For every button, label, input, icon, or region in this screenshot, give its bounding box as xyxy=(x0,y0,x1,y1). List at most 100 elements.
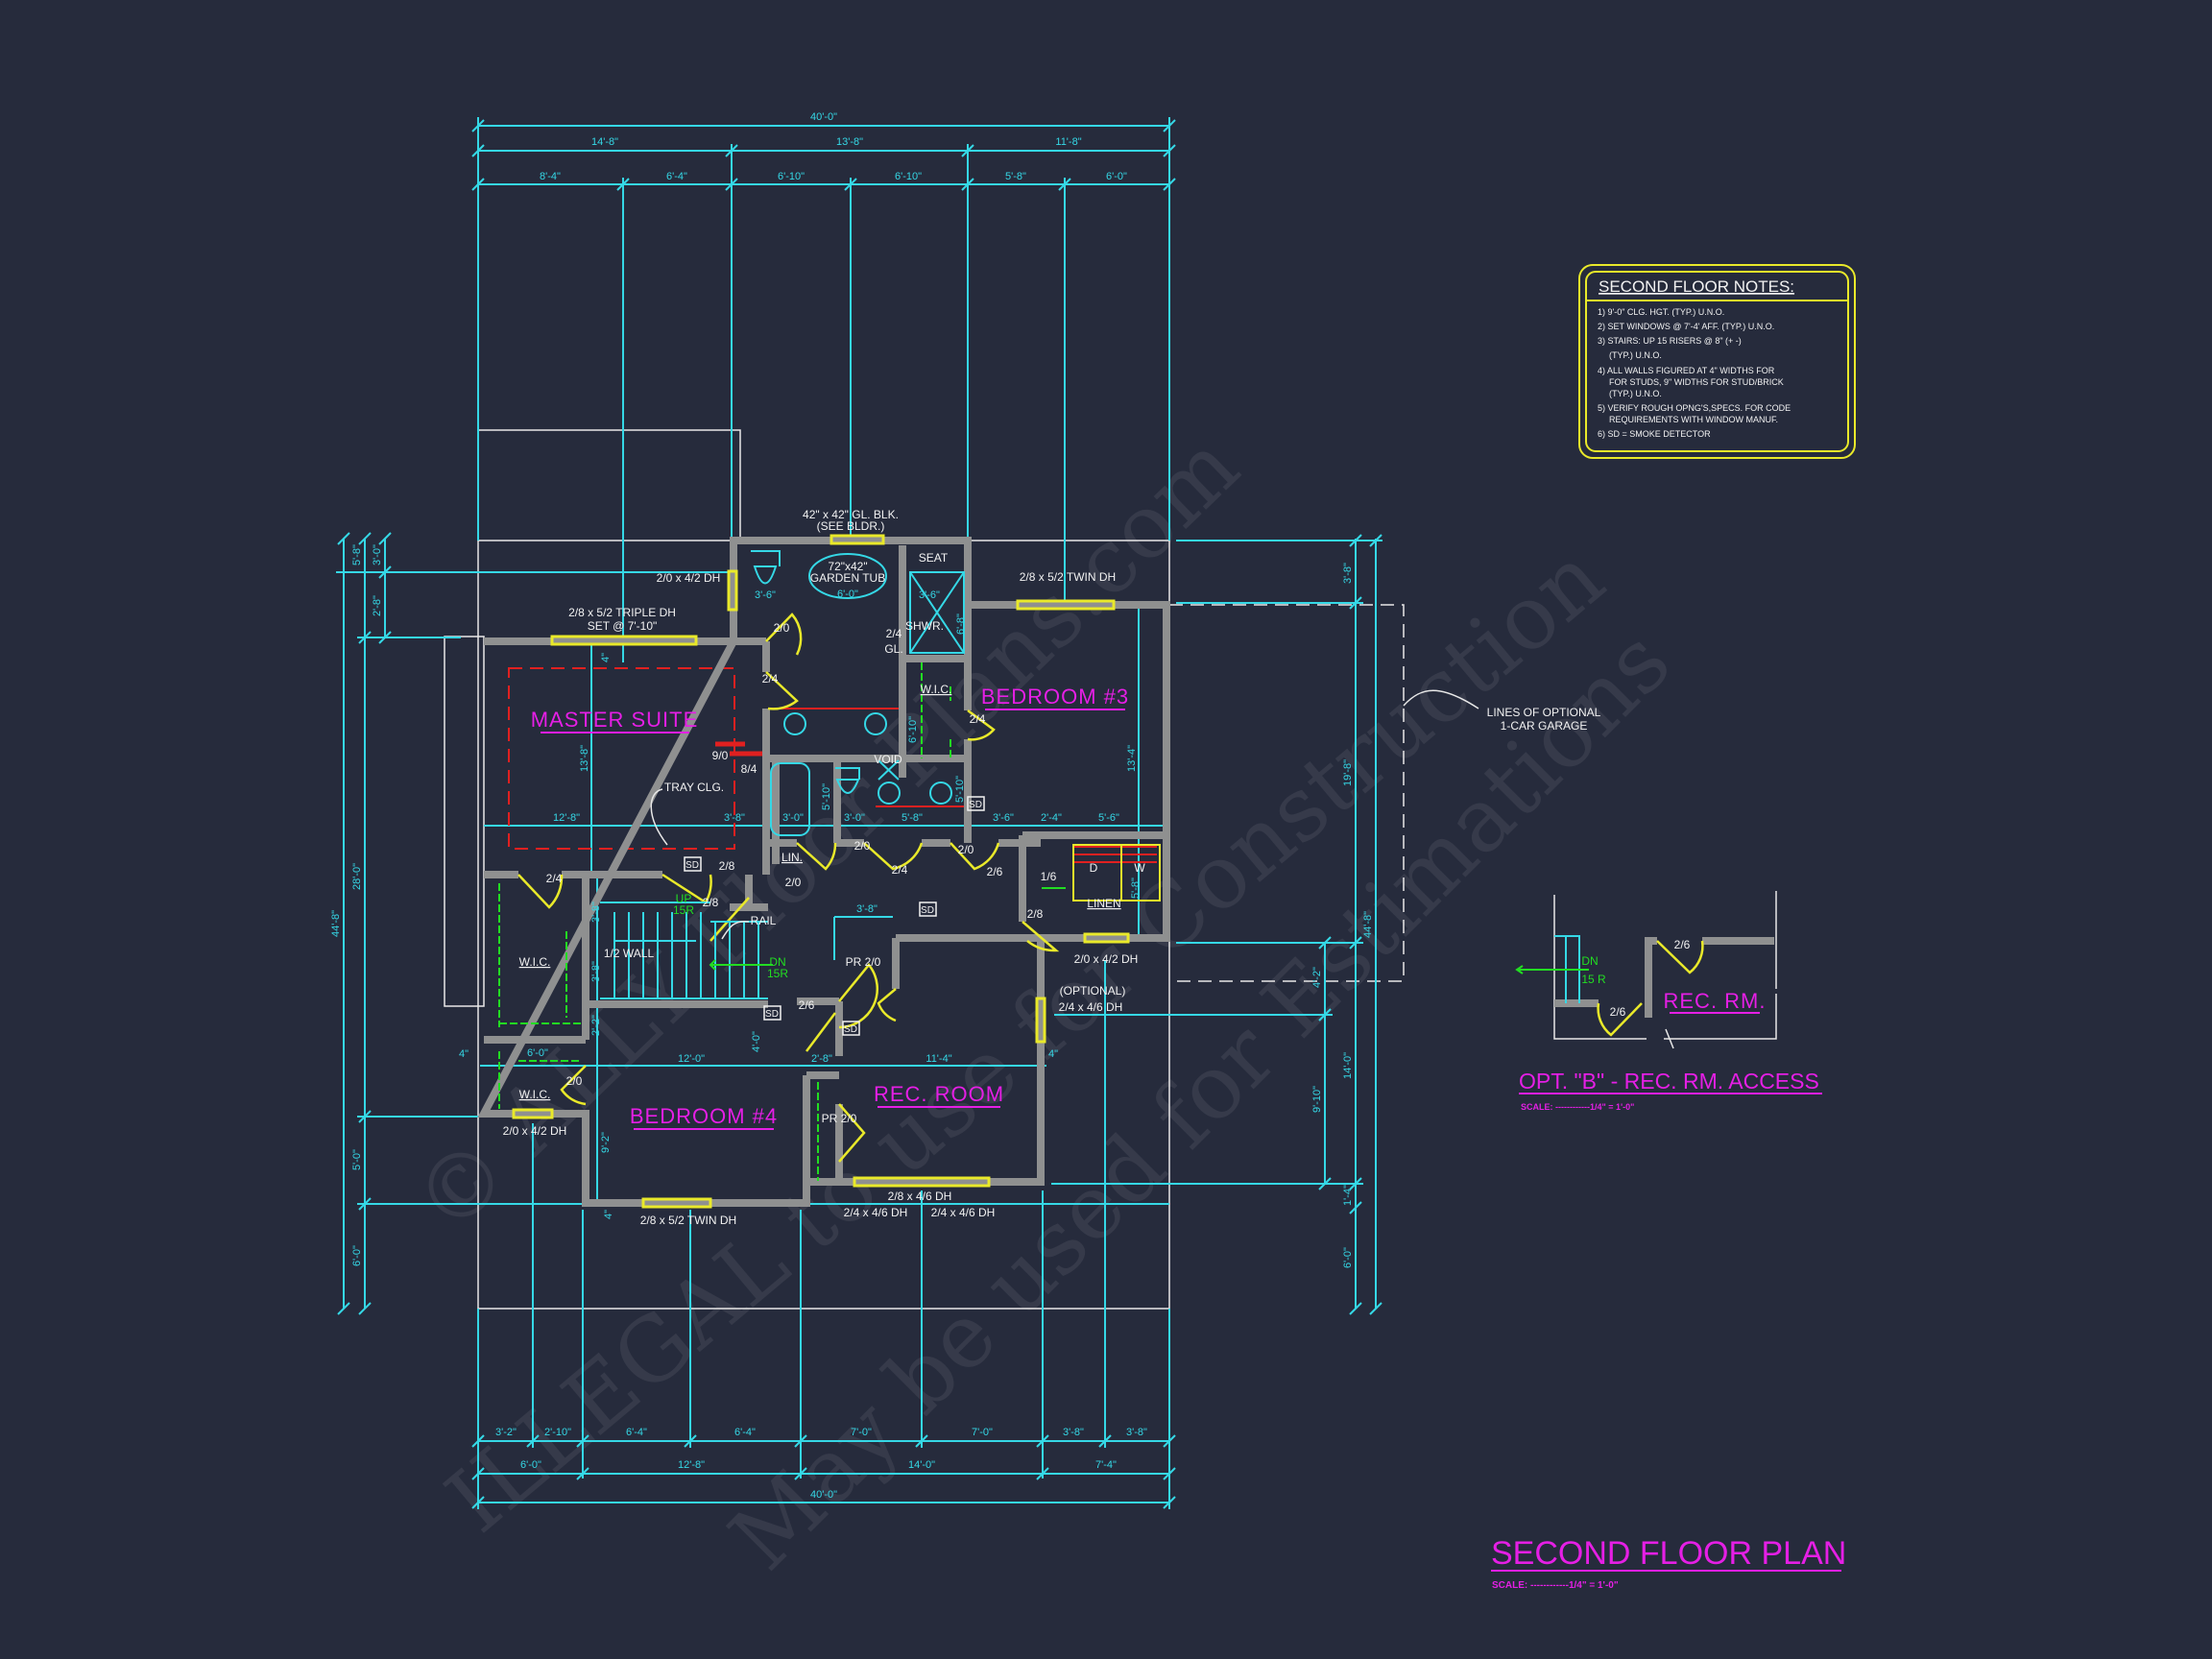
note-line: 6) SD = SMOKE DETECTOR xyxy=(1598,429,1711,439)
rail-label: RAIL xyxy=(751,914,777,927)
dim-label: 7'-0" xyxy=(851,1427,872,1438)
garage-note-1: LINES OF OPTIONAL xyxy=(1487,706,1601,719)
garage-leader xyxy=(1403,689,1479,709)
room-wic-master: W.I.C. xyxy=(921,683,952,696)
dimension-tick xyxy=(471,178,485,191)
window-label: 2/8 x 4/6 DH xyxy=(888,1190,952,1203)
drawing-title: SECOND FLOOR PLAN SCALE: ------------1/4… xyxy=(1491,1535,1846,1591)
door-label: PR 2/0 xyxy=(822,1112,857,1125)
dim-label: 28'-0" xyxy=(351,863,363,890)
dim-label: 6'-8" xyxy=(955,613,967,635)
window-bedroom4 xyxy=(641,1197,712,1209)
window-optional xyxy=(1035,997,1046,1044)
dimension-tick xyxy=(794,1434,807,1448)
window-label: 2/4 x 4/6 DH xyxy=(844,1206,908,1219)
door-label: 2/8 xyxy=(1027,907,1044,921)
dim-label: 5'-10" xyxy=(954,776,966,803)
note-line: 1) 9'-0" CLG. HGT. (TYP.) U.N.O. xyxy=(1598,307,1724,317)
room-linen: LINEN xyxy=(1087,897,1120,910)
dryer-label: D xyxy=(1090,861,1098,875)
door-label: 2/0 xyxy=(854,839,871,853)
shower-label: SHWR. xyxy=(905,619,944,633)
dimension-tick xyxy=(378,631,392,644)
dimension-tick xyxy=(1163,144,1176,157)
opt-b-door-label: 2/6 xyxy=(1674,938,1691,951)
door-label: 2/6 xyxy=(799,998,815,1012)
note-line: REQUIREMENTS WITH WINDOW MANUF. xyxy=(1609,415,1778,424)
dim-label: 5'-8" xyxy=(1130,878,1142,899)
dim-label: 14'-8" xyxy=(591,136,618,148)
dim-label: 13'-8" xyxy=(579,745,590,772)
dimension-tick xyxy=(1349,1201,1362,1214)
dim-label: 3'-0" xyxy=(844,812,865,824)
dim-label: 3'-8" xyxy=(590,961,602,982)
dim-label: 4" xyxy=(459,1048,469,1060)
dim-label: 2'-8" xyxy=(811,1053,832,1065)
dimension-tick xyxy=(337,1302,350,1315)
opt-b-door-label: 2/6 xyxy=(1610,1005,1626,1019)
dim-label: 13'-4" xyxy=(1126,745,1138,772)
window-label: SET @ 7'-10" xyxy=(588,619,658,633)
door-label: 2/4 xyxy=(762,672,779,685)
dim-label: 5'-8" xyxy=(902,812,923,824)
room-lin: LIN. xyxy=(781,851,803,864)
dim-label: 12'-8" xyxy=(553,812,580,824)
note-line: 3) STAIRS: UP 15 RISERS @ 8" (+ -) xyxy=(1598,336,1742,346)
dim-label: 3'-6" xyxy=(755,589,776,601)
opt-b-dn-label: DN xyxy=(1581,954,1598,968)
dimension-tick xyxy=(725,144,738,157)
tray-ceiling-label: TRAY CLG. xyxy=(664,781,724,794)
window-label: 2/0 x 4/2 DH xyxy=(503,1124,567,1138)
closet-shelves xyxy=(498,662,1066,1181)
dim-label: 6'-0" xyxy=(837,589,858,600)
opt-b-scale: SCALE: ------------1/4" = 1'-0" xyxy=(1521,1102,1634,1112)
door-label: 2/8 xyxy=(703,896,719,909)
door-label: 2/0 xyxy=(774,621,790,635)
dimension-tick xyxy=(1318,1177,1332,1190)
dim-label: 19'-8" xyxy=(1342,759,1354,786)
dimension-tick xyxy=(358,1110,372,1123)
window-labels: 2/0 x 4/2 DH 2/8 x 5/2 TRIPLE DH SET @ 7… xyxy=(503,570,1139,1227)
door-label: 2/8 xyxy=(719,859,735,873)
window-label: 2/8 x 5/2 TRIPLE DH xyxy=(568,606,676,619)
room-rec-room: REC. ROOM xyxy=(874,1082,1004,1106)
toilet-icon-2 xyxy=(835,767,860,794)
dim-label: 4" xyxy=(1048,1048,1058,1060)
dim-label: 2'-10" xyxy=(544,1427,571,1438)
dim-label: 6'-10" xyxy=(907,716,919,743)
tub-size-label: 72"x42" xyxy=(828,560,867,573)
door-label: 2/4 xyxy=(886,627,902,640)
stair-down-risers: 15R xyxy=(767,967,788,980)
labels: W.I.C. W.I.C. W.I.C. LIN. LINEN SEAT SHW… xyxy=(519,508,1601,1101)
washer-label: W xyxy=(1134,861,1145,875)
dimension-tick xyxy=(378,532,392,545)
stair-up-label: UP xyxy=(676,892,692,905)
garden-tub xyxy=(808,553,887,599)
dim-label: 44'-8" xyxy=(1362,911,1374,938)
door-label: 1/6 xyxy=(1041,870,1057,883)
door-label: 2/6 xyxy=(987,865,1003,878)
note-line: 2) SET WINDOWS @ 7'-4' AFF. (TYP.) U.N.O… xyxy=(1598,322,1774,331)
dimension-tick xyxy=(961,144,974,157)
dimension-lines xyxy=(336,117,1382,1509)
dim-label: 44'-8" xyxy=(330,910,342,937)
door-label: 2/0 xyxy=(785,876,802,889)
dimension-tick xyxy=(915,1434,928,1448)
dim-label: 6'-10" xyxy=(895,171,922,182)
note-line: (TYP.) U.N.O. xyxy=(1609,350,1662,360)
dim-label: 7'-4" xyxy=(1095,1459,1117,1471)
window-bedroom3 xyxy=(1016,599,1116,611)
seat-label: SEAT xyxy=(919,551,949,565)
note-line: 4) ALL WALLS FIGURED AT 4" WIDTHS FOR xyxy=(1598,366,1775,375)
smoke-detector-label: SD xyxy=(921,905,934,916)
glass-label: GL. xyxy=(884,642,902,656)
stair-down-label: DN xyxy=(769,955,785,969)
dim-label: 13'-8" xyxy=(836,136,863,148)
dim-label: 7'-0" xyxy=(972,1427,993,1438)
window-label: 2/4 x 4/6 DH xyxy=(931,1206,996,1219)
dim-label: 6'-0" xyxy=(1342,1247,1354,1268)
window-label: 2/4 x 4/6 DH xyxy=(1059,1000,1123,1014)
dim-label: 6'-10" xyxy=(778,171,805,182)
dimension-tick xyxy=(378,565,392,579)
dim-label: 6'-0" xyxy=(351,1245,363,1266)
